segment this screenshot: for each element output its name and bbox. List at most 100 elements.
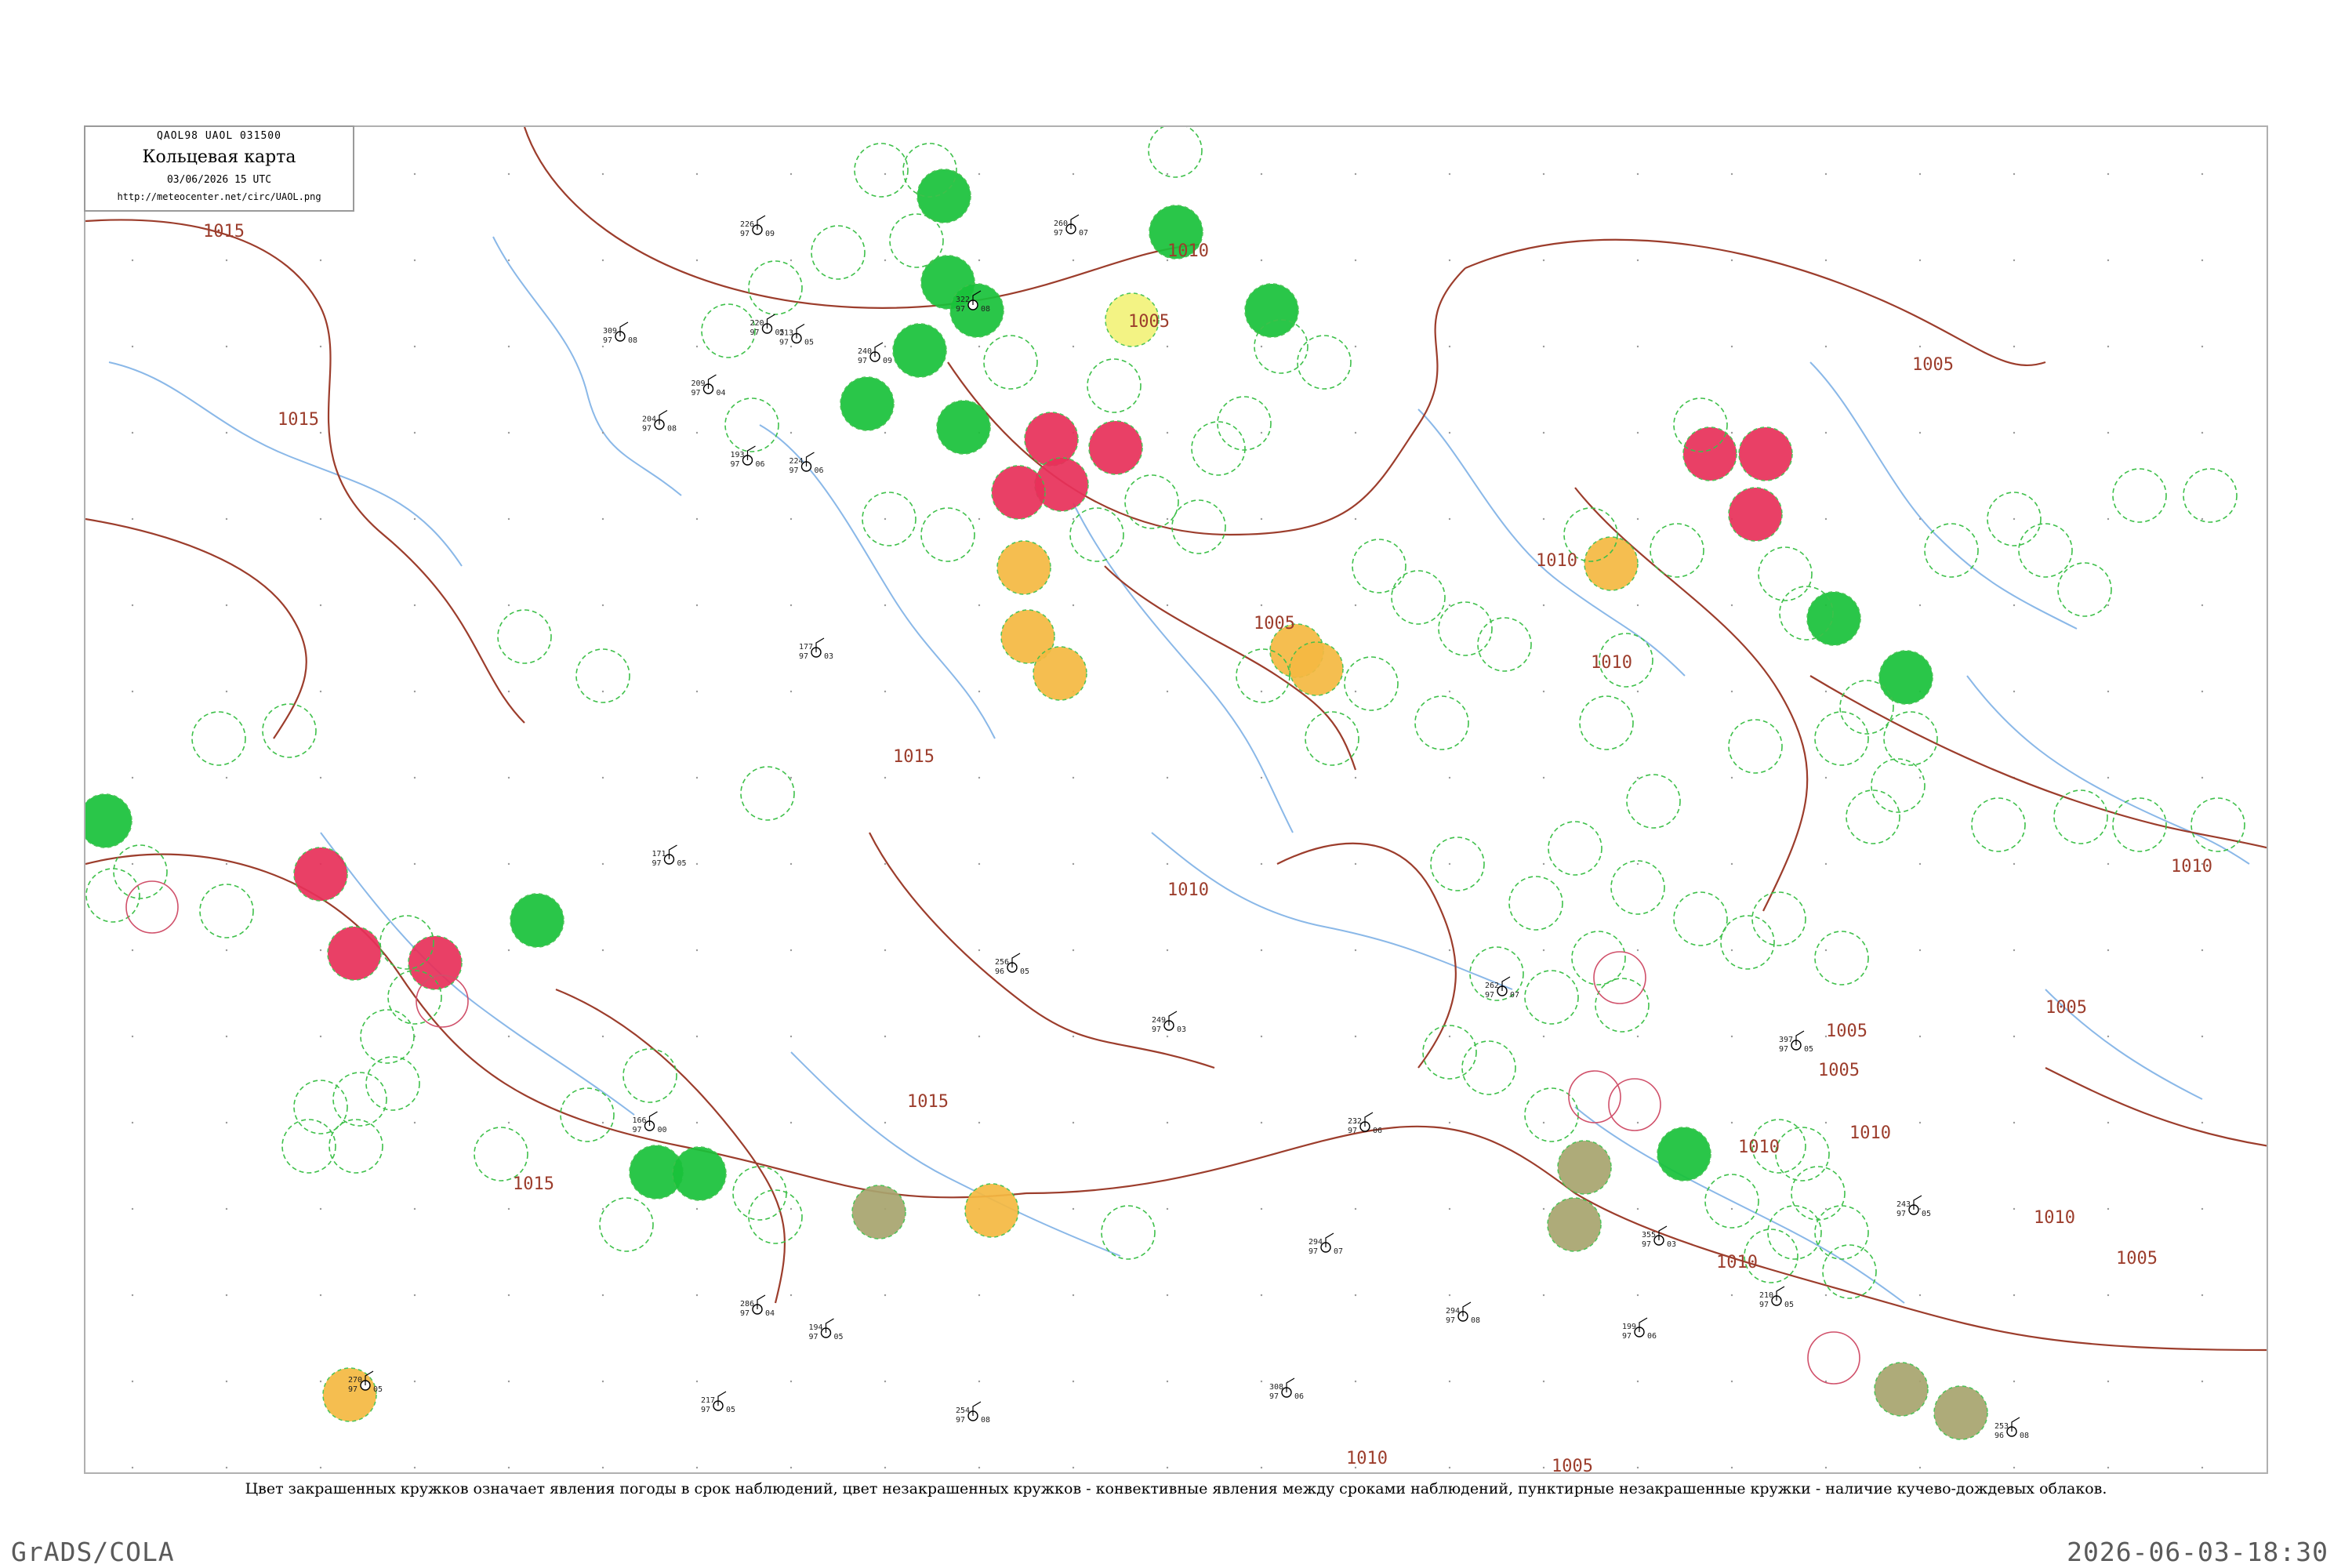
station-temperature: 199 — [1622, 1323, 1636, 1331]
grid-dot — [1730, 172, 1733, 176]
grid-dot — [1918, 1207, 1922, 1210]
river — [1417, 408, 1686, 677]
station-temperature: 240 — [858, 347, 872, 356]
cb-cloud-circle — [889, 213, 944, 268]
grid-dot — [1166, 1466, 1169, 1469]
grid-dot — [2013, 259, 2016, 262]
grid-dot — [1918, 345, 1922, 348]
grid-dot — [2013, 1207, 2016, 1210]
weather-phenomenon-circle — [1874, 1362, 1929, 1417]
cb-cloud-circle — [293, 1080, 348, 1134]
cb-cloud-circle — [113, 844, 168, 899]
station-pressure: 96 — [1994, 1432, 2004, 1440]
isobar-line — [1025, 1125, 1576, 1195]
weather-phenomenon-circle — [949, 283, 1004, 338]
grid-dot — [1072, 1035, 1075, 1038]
grid-dot — [1354, 690, 1357, 693]
station-temperature: 177 — [799, 643, 813, 652]
station-temperature: 209 — [691, 379, 706, 388]
cb-cloud-circle — [1438, 601, 1493, 656]
wind-barb — [796, 323, 805, 339]
wind-barb — [874, 342, 884, 357]
isobar-label: 1010 — [1591, 653, 1632, 673]
isobar-label: 1005 — [1128, 312, 1170, 332]
cb-cloud-circle — [1391, 570, 1446, 625]
grid-dot — [507, 1121, 510, 1124]
bulletin-code: QAOL98 UAOL 031500 — [157, 130, 281, 142]
grid-dot — [978, 862, 981, 866]
grid-dot — [884, 1035, 887, 1038]
grid-dot — [131, 345, 134, 348]
grid-dot — [789, 862, 793, 866]
cb-cloud-circle — [1595, 978, 1650, 1033]
grid-dot — [1448, 1294, 1451, 1297]
cb-cloud-circle — [1779, 586, 1834, 641]
weather-phenomenon-circle — [1244, 283, 1299, 338]
grid-dot — [884, 259, 887, 262]
isobar-label: 1005 — [1552, 1457, 1593, 1474]
station-pressure: 97 — [1446, 1316, 1455, 1325]
cb-cloud-circle — [1758, 546, 1813, 601]
weather-phenomenon-circle — [936, 400, 991, 455]
cb-cloud-circle — [1599, 633, 1653, 688]
grid-dot — [1260, 604, 1263, 607]
station-tendency: 00 — [658, 1126, 667, 1134]
grid-dot — [1166, 949, 1169, 952]
grid-dot — [1448, 949, 1451, 952]
wind-barb — [1070, 214, 1080, 229]
cb-cloud-circle — [1775, 1127, 1830, 1181]
grid-dot — [1448, 690, 1451, 693]
grid-dot — [1072, 1294, 1075, 1297]
weather-phenomenon-circle — [1033, 646, 1087, 701]
grid-dot — [601, 949, 604, 952]
grid-dot — [1166, 1294, 1169, 1297]
software-label: GrADS/COLA — [11, 1537, 175, 1567]
cb-cloud-circle — [360, 1009, 415, 1064]
grid-dot — [2107, 949, 2110, 952]
isobar-label: 1010 — [1536, 551, 1577, 571]
station-pressure: 97 — [731, 460, 740, 469]
station-tendency: 05 — [677, 859, 687, 868]
grid-dot — [2107, 776, 2110, 779]
cb-cloud-circle — [1148, 127, 1203, 178]
station-temperature: 210 — [1759, 1291, 1773, 1300]
grid-dot — [225, 345, 228, 348]
grid-dot — [601, 345, 604, 348]
grid-dot — [1730, 1466, 1733, 1469]
grid-dot — [1542, 1035, 1545, 1038]
wind-barb — [1462, 1301, 1472, 1316]
grid-dot — [1072, 517, 1075, 521]
isobar-label: 1005 — [1818, 1061, 1860, 1080]
cb-cloud-circle — [2057, 562, 2112, 617]
cb-cloud-circle — [1297, 335, 1352, 390]
grid-dot — [1730, 776, 1733, 779]
station-pressure: 97 — [1759, 1301, 1769, 1309]
cb-cloud-circle — [2112, 797, 2167, 852]
isobar-label: 1005 — [1912, 355, 1954, 375]
isobars-layer — [85, 127, 2267, 1352]
cb-cloud-circle — [1650, 523, 1704, 578]
grid-dot — [2013, 431, 2016, 434]
weather-phenomenon-circle — [1584, 536, 1639, 591]
grid-dot — [978, 345, 981, 348]
cb-cloud-circle — [1477, 617, 1532, 672]
wind-barb — [815, 637, 825, 652]
grid-dot — [2201, 949, 2204, 952]
wind-barb — [766, 314, 775, 328]
isobar-label: 1005 — [2116, 1249, 2158, 1269]
cb-cloud-circle — [1767, 1205, 1822, 1260]
wind-barb — [659, 409, 668, 425]
isobar-label: 1010 — [1738, 1138, 1780, 1157]
wind-barb — [619, 321, 629, 336]
grid-dot — [1636, 431, 1639, 434]
grid-dot — [2107, 517, 2110, 521]
grid-dot — [1448, 1380, 1451, 1383]
grid-dot — [695, 1380, 699, 1383]
station-tendency: 06 — [1647, 1332, 1657, 1341]
station-tendency: 05 — [1804, 1045, 1813, 1054]
